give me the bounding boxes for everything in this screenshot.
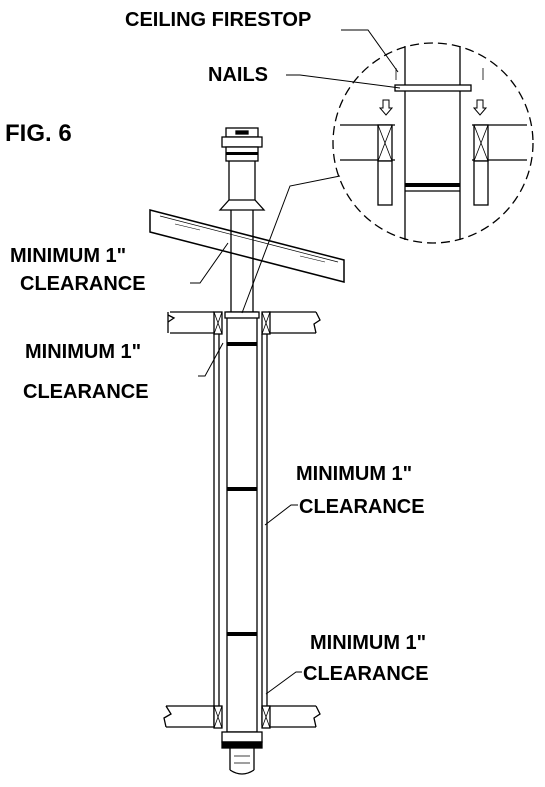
label-ceiling-firestop: CEILING FIRESTOP bbox=[125, 9, 312, 31]
floor-joists bbox=[163, 705, 321, 729]
chimney-cap bbox=[218, 127, 266, 211]
label-nails: NAILS bbox=[208, 64, 268, 86]
label-clearance-middle-line1: MINIMUM 1" bbox=[296, 463, 413, 485]
detail-view bbox=[340, 46, 527, 240]
leader-lines bbox=[190, 29, 401, 695]
ceiling-joists bbox=[167, 311, 321, 335]
detail-circle bbox=[332, 42, 534, 244]
label-clearance-roof-line2: CLEARANCE bbox=[20, 273, 146, 295]
label-clearance-ceiling-line1: MINIMUM 1" bbox=[25, 341, 142, 363]
stove-connector bbox=[221, 731, 263, 775]
label-clearance-middle-line2: CLEARANCE bbox=[299, 496, 425, 518]
label-clearance-roof-line1: MINIMUM 1" bbox=[10, 245, 127, 267]
label-clearance-bottom-line1: MINIMUM 1" bbox=[310, 632, 427, 654]
chase-walls bbox=[213, 334, 268, 725]
flue-pipe-upper bbox=[230, 210, 254, 312]
figure-title: FIG. 6 bbox=[5, 120, 72, 147]
roof-slab bbox=[149, 209, 345, 283]
flue-pipe-main bbox=[226, 311, 258, 733]
label-clearance-bottom-line2: CLEARANCE bbox=[303, 663, 429, 685]
label-clearance-ceiling-line2: CLEARANCE bbox=[23, 381, 149, 403]
